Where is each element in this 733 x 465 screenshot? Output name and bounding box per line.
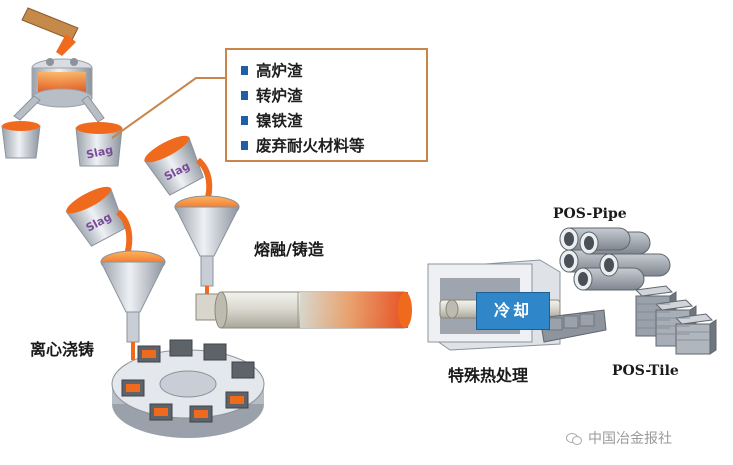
bullet-icon bbox=[241, 116, 248, 125]
list-item: 转炉渣 bbox=[241, 83, 426, 108]
watermark-text: 中国冶金报社 bbox=[588, 431, 672, 447]
centrifugal-casting-label: 离心浇铸 bbox=[30, 340, 95, 359]
watermark: 中国冶金报社 bbox=[566, 428, 672, 448]
pipe-icon bbox=[559, 227, 671, 291]
funnel-icon bbox=[174, 195, 240, 300]
bullet-icon bbox=[241, 66, 248, 75]
centrifugal-turntable-icon bbox=[111, 339, 265, 438]
list-item: 高炉渣 bbox=[241, 58, 426, 83]
ladle-icon: Slag bbox=[75, 122, 123, 167]
pipe-icon bbox=[195, 291, 412, 329]
materials-list: 高炉渣 转炉渣 镍铁渣 废弃耐火材料等 bbox=[241, 58, 426, 158]
melt-cast-label: 熔融/铸造 bbox=[254, 240, 324, 259]
list-item: 废弃耐火材料等 bbox=[241, 133, 426, 158]
material-label: 镍铁渣 bbox=[256, 111, 303, 130]
tile-icon bbox=[634, 285, 717, 355]
furnace-icon bbox=[1, 7, 105, 159]
special-heat-treatment-label: 特殊热处理 bbox=[448, 366, 529, 385]
material-label: 高炉渣 bbox=[256, 61, 303, 80]
ladle-icon: Slag bbox=[143, 135, 213, 206]
wechat-icon bbox=[566, 432, 582, 445]
ladle-icon: Slag bbox=[65, 186, 133, 259]
funnel-icon bbox=[100, 250, 166, 360]
list-item: 镍铁渣 bbox=[241, 108, 426, 133]
material-label: 转炉渣 bbox=[256, 86, 303, 105]
pos-pipe-label: POS-Pipe bbox=[553, 206, 627, 222]
ladle-slag-text: Slag bbox=[85, 143, 114, 161]
material-label: 废弃耐火材料等 bbox=[256, 136, 365, 155]
pos-tile-label: POS-Tile bbox=[612, 363, 679, 379]
callout-connector bbox=[111, 77, 225, 139]
cooling-label: 冷却 bbox=[476, 292, 550, 330]
materials-callout: 高炉渣 转炉渣 镍铁渣 废弃耐火材料等 bbox=[225, 48, 428, 162]
bullet-icon bbox=[241, 141, 248, 150]
bullet-icon bbox=[241, 91, 248, 100]
